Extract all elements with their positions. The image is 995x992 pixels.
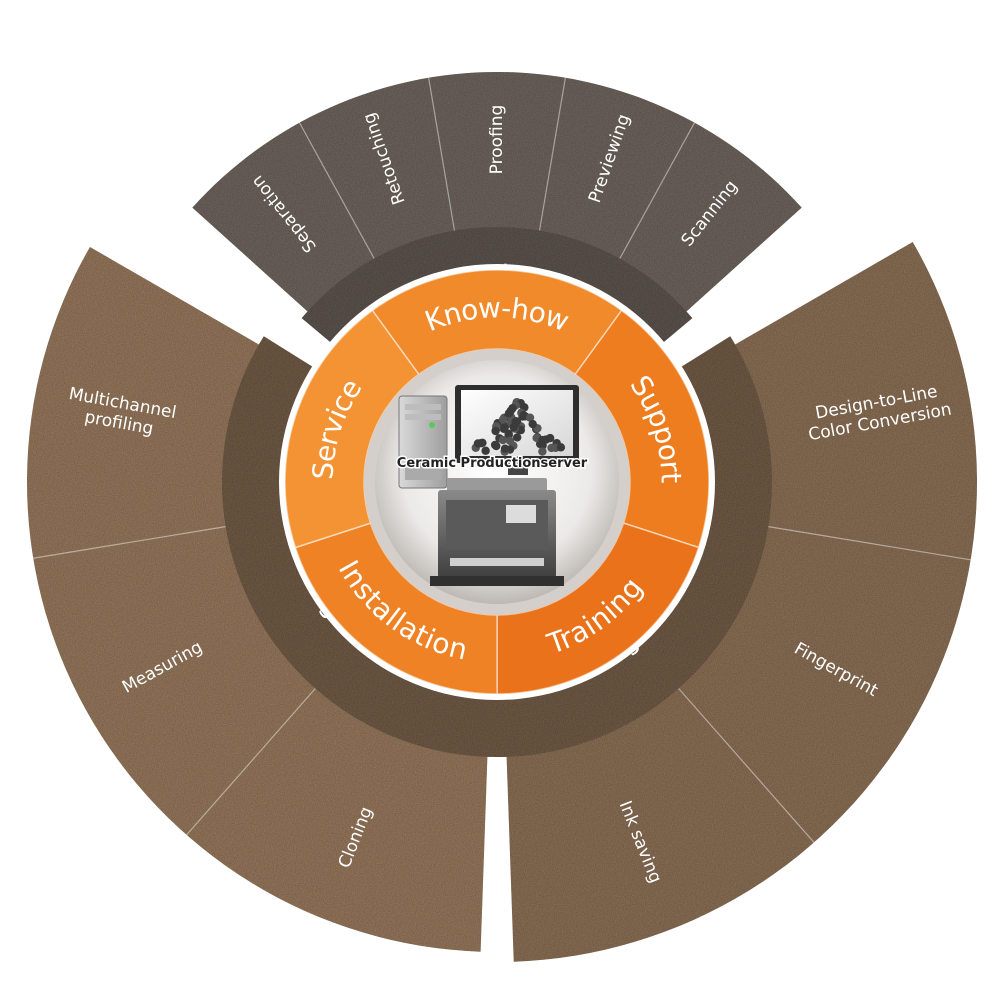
granule <box>490 440 500 450</box>
granule <box>498 415 508 424</box>
granule <box>500 423 509 432</box>
granule <box>528 419 537 429</box>
granule <box>498 435 508 445</box>
granule <box>525 413 535 422</box>
kiln-printer-icon <box>430 478 564 586</box>
sector-divider <box>33 526 226 559</box>
sector-divider <box>186 688 316 836</box>
inner-ring: Know-howSupportTrainingInstallationServi… <box>279 264 715 700</box>
granule <box>481 446 490 455</box>
sector-design <box>192 72 802 319</box>
granule <box>506 406 515 416</box>
granule <box>545 433 555 443</box>
workstation-tower-icon <box>398 395 448 489</box>
sector-item-label: Proofing <box>487 105 507 175</box>
sector-divider <box>619 122 696 259</box>
center-label: Ceramic Productionserver <box>397 456 588 471</box>
granule <box>538 435 547 445</box>
granule <box>473 439 483 448</box>
sector-divider <box>298 122 375 259</box>
granule <box>500 444 510 453</box>
granule <box>538 447 547 456</box>
granule <box>556 443 566 452</box>
sector-divider <box>768 526 971 561</box>
granule <box>512 433 522 442</box>
granule <box>509 422 518 432</box>
center-hub: Ceramic Productionserver <box>364 349 630 615</box>
sector-divider <box>428 77 456 231</box>
sector-divider <box>538 77 566 231</box>
sector-divider <box>678 688 815 843</box>
ceramic-granules-icon <box>471 398 566 456</box>
granule <box>491 426 500 436</box>
granule <box>505 436 515 446</box>
sector-item-line: Proofing <box>487 105 507 175</box>
granule <box>519 411 528 420</box>
